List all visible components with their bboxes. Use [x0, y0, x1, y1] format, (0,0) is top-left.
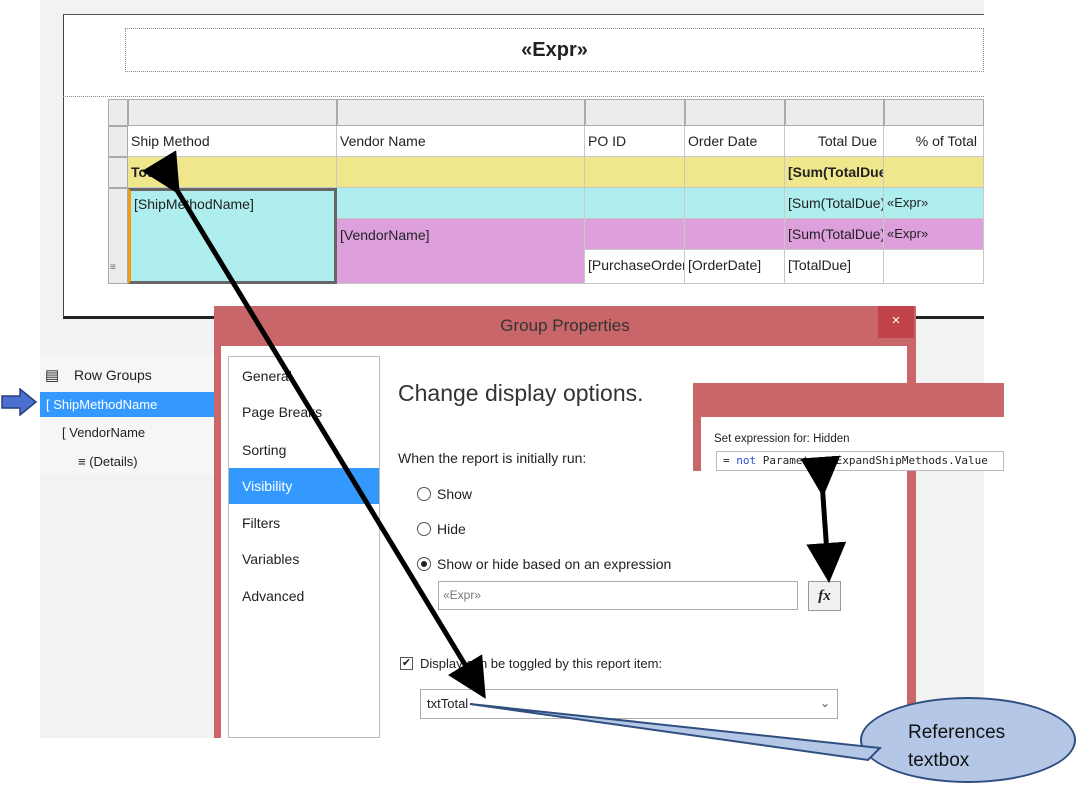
header-pct-total[interactable]: % of Total [884, 126, 984, 157]
row-groups-title: Row Groups [74, 367, 152, 383]
toggle-reference-arrow [141, 150, 486, 699]
row-group-label: (Details) [89, 454, 138, 469]
chevron-down-icon[interactable]: ⌄ [820, 696, 831, 710]
vendor-po-cell[interactable] [585, 219, 685, 250]
ship-date-cell[interactable] [685, 188, 785, 219]
ship-po-cell[interactable] [585, 188, 685, 219]
vendor-sum-cell[interactable]: [Sum(TotalDue)] [785, 219, 884, 250]
callout-pointer [469, 703, 883, 762]
group-bracket-icon: [ [62, 425, 66, 440]
header-order-date[interactable]: Order Date [685, 126, 785, 157]
row-group-label: VendorName [69, 425, 146, 440]
close-button[interactable]: × [878, 306, 914, 338]
callout-line-1: References [908, 722, 1006, 743]
column-handle[interactable] [884, 99, 984, 126]
detail-date-cell[interactable]: [OrderDate] [685, 250, 785, 284]
tablix-corner-handle[interactable] [108, 99, 128, 126]
column-handle[interactable] [685, 99, 785, 126]
code-equals: = [723, 454, 730, 467]
header-total-due[interactable]: Total Due [785, 126, 884, 157]
expression-builder-button[interactable]: fx [808, 581, 841, 611]
row-group-vendorname[interactable]: [ VendorName [62, 420, 145, 445]
report-title-textbox[interactable]: «Expr» [125, 28, 984, 72]
column-handle[interactable] [785, 99, 884, 126]
row-groups-icon: ▤ [45, 367, 60, 384]
ship-pct-cell[interactable]: «Expr» [884, 188, 984, 219]
callout-line-2: textbox [908, 750, 970, 771]
vendor-pct-cell[interactable]: «Expr» [884, 219, 984, 250]
toggle-item-select[interactable]: txtTotal [420, 689, 838, 719]
code-keyword: not [736, 454, 757, 467]
expression-popup-body [701, 417, 1004, 471]
pointer-arrow-icon [0, 388, 40, 416]
row-handle[interactable] [108, 126, 128, 157]
vendor-date-cell[interactable] [685, 219, 785, 250]
ship-sum-cell[interactable]: [Sum(TotalDue) [785, 188, 884, 219]
expression-link-arrow [800, 455, 847, 583]
total-po-cell[interactable] [585, 157, 685, 188]
header-po-id[interactable]: PO ID [585, 126, 685, 157]
expression-popup-label: Set expression for: Hidden [714, 433, 850, 445]
column-handle[interactable] [585, 99, 685, 126]
expression-radio-label[interactable]: Show or hide based on an expression [437, 556, 672, 572]
column-handle[interactable] [128, 99, 337, 126]
column-handle[interactable] [337, 99, 585, 126]
row-group-details[interactable]: ≡ (Details) [78, 449, 138, 474]
callout-bubble [860, 697, 1076, 783]
row-group-handle[interactable] [108, 188, 128, 284]
detail-pct-cell[interactable] [884, 250, 984, 284]
group-bracket-icon: [ [46, 397, 50, 412]
detail-po-cell[interactable]: [PurchaseOrder [585, 250, 685, 284]
callout-text: References textbox [908, 719, 1038, 775]
row-handle[interactable] [108, 157, 128, 188]
details-icon: ≡ [78, 454, 86, 469]
total-sum-cell[interactable]: [Sum(TotalDue [785, 157, 884, 188]
header-separator [63, 96, 984, 97]
row-group-label: ShipMethodName [53, 397, 158, 412]
total-pct-cell[interactable] [884, 157, 984, 188]
detail-totaldue-cell[interactable]: [TotalDue] [785, 250, 884, 284]
total-date-cell[interactable] [685, 157, 785, 188]
details-icon: ≡ [110, 262, 116, 273]
dialog-title: Group Properties [500, 316, 630, 335]
